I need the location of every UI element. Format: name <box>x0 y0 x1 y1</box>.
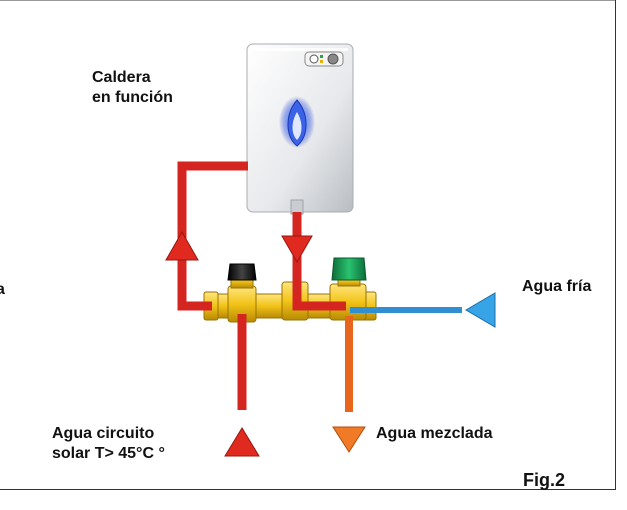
boiler-down-arrow-icon <box>281 235 313 264</box>
hot-return-up-arrow-icon <box>165 230 199 261</box>
cold-water-label: Agua fría <box>522 278 592 295</box>
boiler-control-panel-icon <box>304 51 344 67</box>
solar-water-label-line2: solar T> 45°C ° <box>52 445 165 462</box>
boiler-label: Caldera en función <box>92 68 173 108</box>
flame-icon <box>279 96 315 148</box>
solar-water-label: Agua circuito solar T> 45°C ° <box>52 424 165 464</box>
boiler-label-line1: Caldera <box>92 69 151 86</box>
mixed-water-label: Agua mezclada <box>376 425 493 442</box>
boiler-label-line2: en función <box>92 89 173 106</box>
figure-caption: Fig.2 <box>523 470 566 490</box>
solar-up-arrow-icon <box>224 427 260 457</box>
frame-bottom-border <box>0 489 616 490</box>
mixed-down-arrow-icon <box>332 426 366 453</box>
cold-left-arrow-icon <box>465 292 496 328</box>
frame-right-border <box>615 0 616 490</box>
wall-boiler-icon <box>246 43 354 215</box>
solar-water-label-line1: Agua circuito <box>52 425 155 442</box>
cut-off-left-label: a <box>0 281 5 298</box>
frame-top-border <box>0 0 616 1</box>
